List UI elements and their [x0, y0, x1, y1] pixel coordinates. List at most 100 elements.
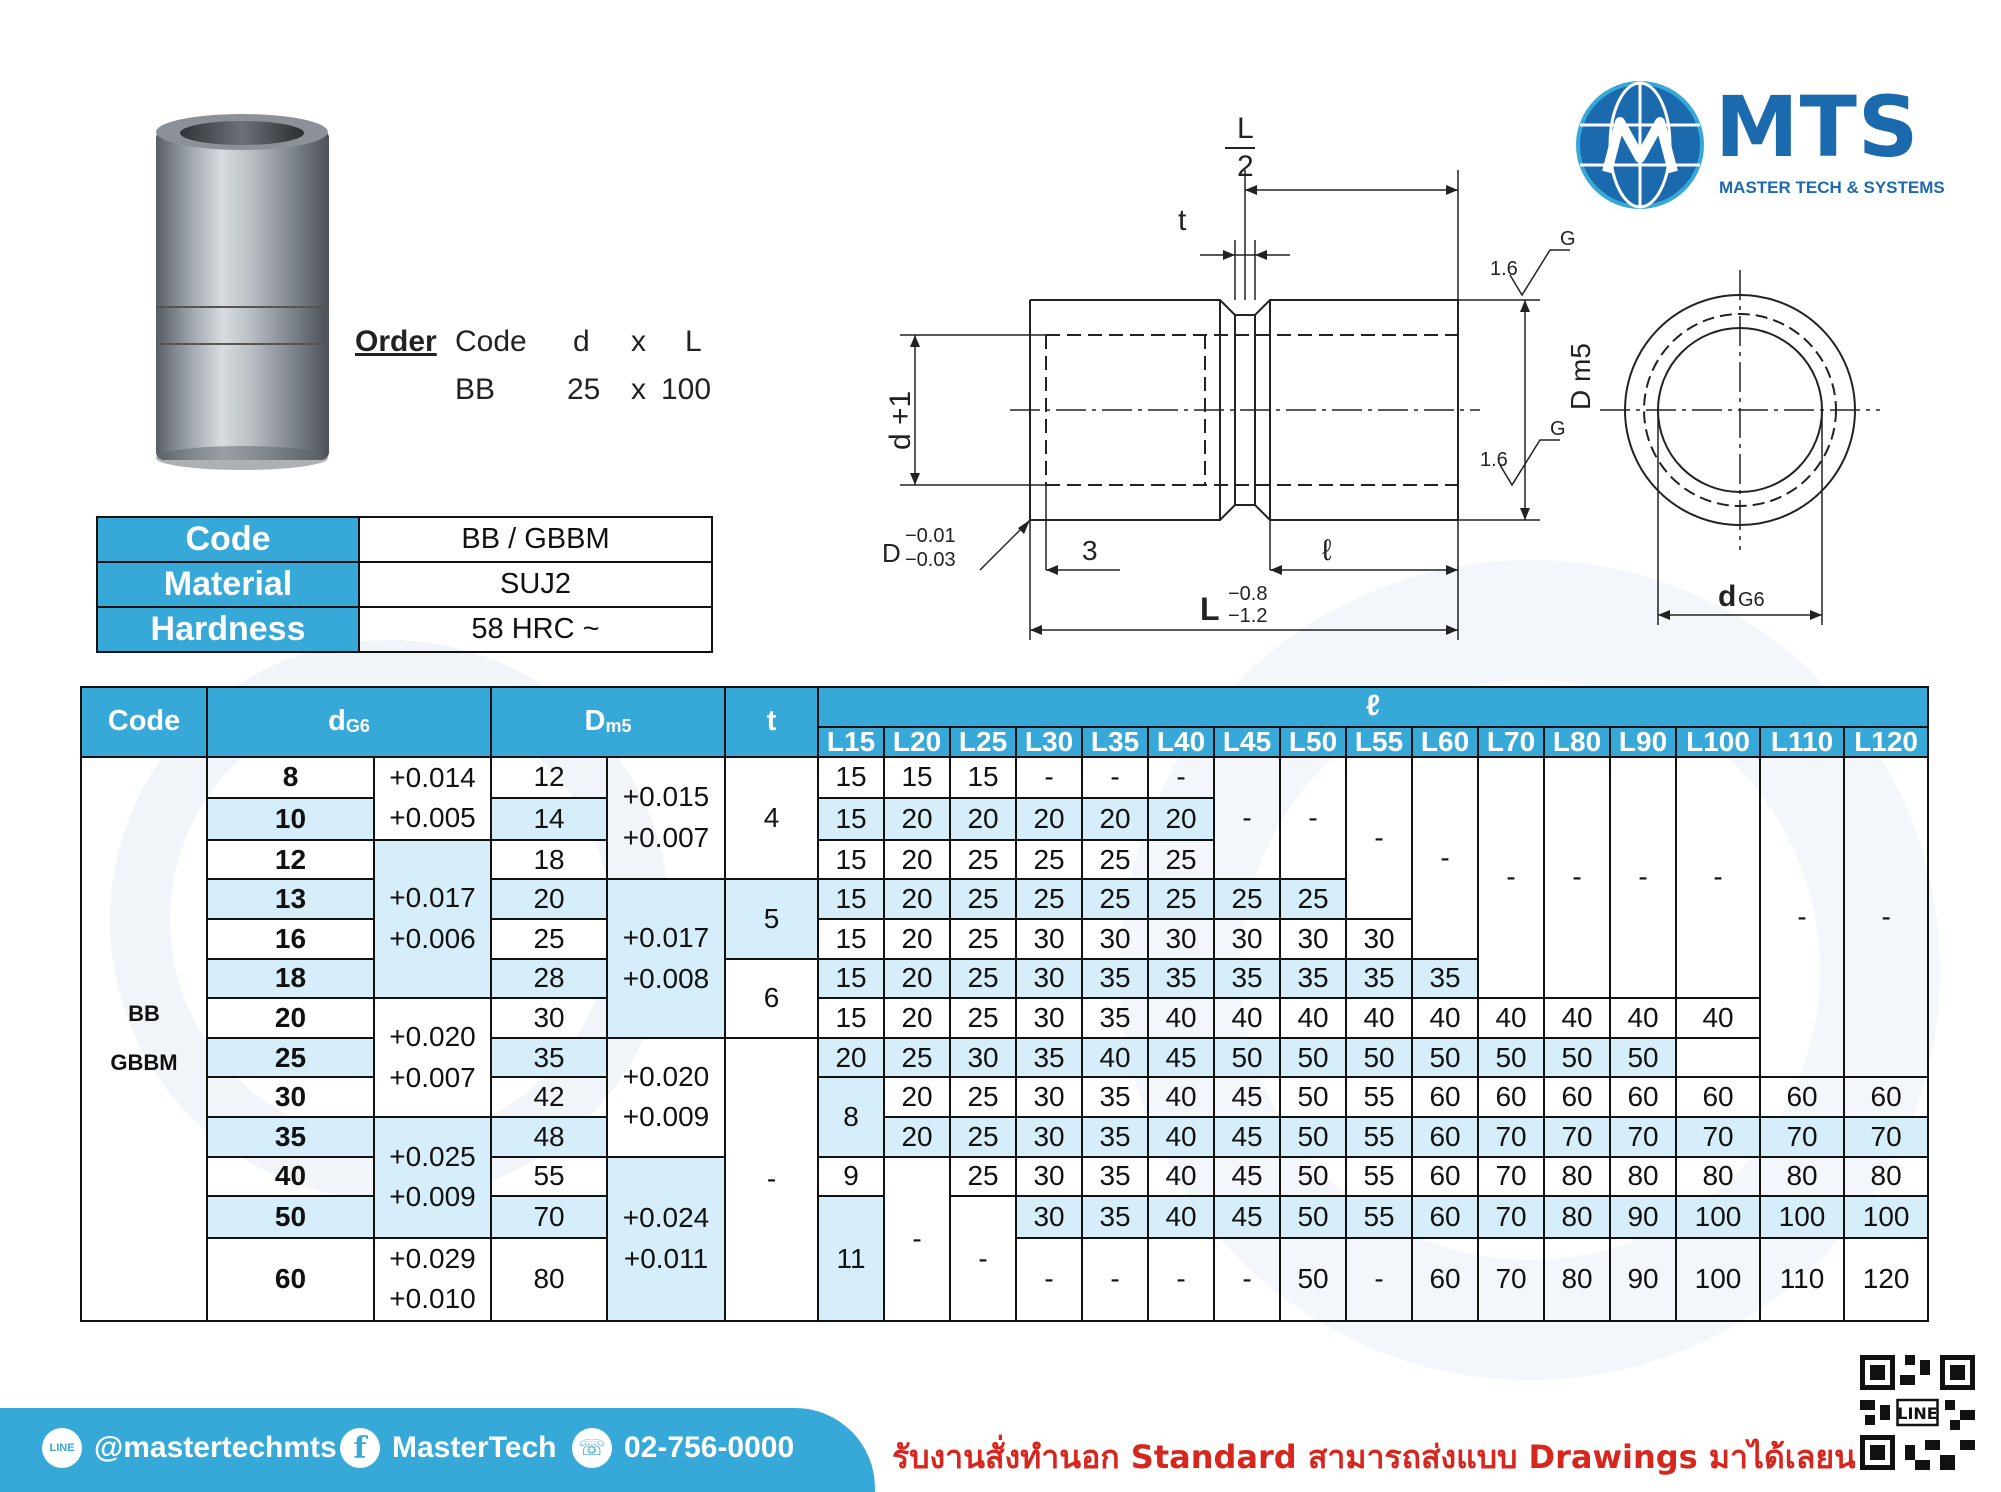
length-cell: 35: [1081, 1155, 1150, 1198]
footer-facebook[interactable]: f MasterTech: [340, 1428, 557, 1468]
D-tol-lower: +0.011: [623, 1242, 709, 1274]
D-cell: 55: [490, 1155, 609, 1198]
table-row: 16 25 15 20 25 30 30 30 30 30 30: [81, 917, 1928, 960]
header-length: L25: [949, 725, 1018, 758]
length-cell: 55: [1345, 1076, 1414, 1118]
d-cell: 10: [206, 797, 375, 841]
d-cell: 25: [206, 1036, 375, 1079]
t-cell: 9: [817, 1155, 886, 1198]
d-tol-lower: +0.009: [389, 1181, 476, 1213]
length-cell: 20: [1147, 797, 1216, 841]
length-cell: 50: [1609, 1036, 1678, 1079]
table-header-row: Code dG6 Dm5 t ℓ: [80, 686, 1930, 758]
spec-row-hardness: Hardness 58 HRC ~: [96, 606, 713, 653]
footer-line[interactable]: LINE @mastertechmts: [42, 1428, 337, 1468]
length-cell: 60: [1411, 1076, 1480, 1118]
table-length-header-row: L15 L20 L25 L30 L35 L40 L45 L50 L55 L60 …: [81, 725, 1930, 758]
dim-half-l-den: 2: [1237, 150, 1254, 183]
d-tol-upper: +0.014: [389, 761, 476, 793]
length-cell: -: [1759, 755, 1846, 1079]
length-cell: 60: [1843, 1076, 1930, 1118]
dim-d-plus: d +1: [884, 391, 917, 450]
length-cell: 50: [1279, 1076, 1348, 1118]
dim-ell: ℓ: [1322, 534, 1332, 567]
length-cell: 70: [1477, 1236, 1546, 1322]
dim-D: D: [882, 538, 901, 568]
d-cell: 20: [206, 997, 375, 1039]
length-cell: 40: [1543, 997, 1612, 1039]
tolerance-g-2: G: [1550, 418, 1566, 440]
length-cell: 15: [817, 878, 886, 920]
length-cell: 70: [1543, 1115, 1612, 1158]
dim-t: t: [1178, 204, 1187, 237]
length-cell: 35: [1279, 957, 1348, 1000]
table-row: 12 +0.017+0.006 18 15 20 25 25 25 25: [81, 838, 1928, 1000]
length-cell: 25: [949, 1115, 1018, 1158]
length-cell: -: [949, 1195, 1018, 1322]
facebook-icon: f: [340, 1428, 380, 1468]
header-length: L70: [1477, 725, 1546, 758]
order-title: Order: [355, 325, 437, 358]
length-cell: 30: [1015, 1076, 1084, 1118]
t-cell: 11: [817, 1195, 886, 1322]
qr-code-icon[interactable]: LINE: [1855, 1350, 1980, 1475]
D-cell: 25: [490, 917, 609, 960]
d-cell: 13: [206, 878, 375, 920]
dim-half-l-num: L: [1237, 112, 1254, 145]
length-cell: 90: [1609, 1236, 1678, 1322]
D-tol-lower: +0.007: [622, 821, 710, 853]
length-cell: 55: [1345, 1195, 1414, 1239]
header-length: L45: [1213, 725, 1282, 758]
length-cell: 35: [1147, 957, 1216, 1000]
code-bb: BB: [128, 1001, 160, 1027]
length-cell: 45: [1213, 1155, 1282, 1198]
table-row: 40 55 +0.024+0.011 9 - 25 30 35 40 45 50…: [81, 1155, 1930, 1322]
code-gbbm: GBBM: [110, 1049, 178, 1075]
d-cell: 50: [206, 1195, 375, 1239]
length-cell: -: [1213, 1236, 1282, 1322]
tolerance-g-1: G: [1560, 228, 1576, 250]
footer-phone[interactable]: ☏ 02-756-0000: [572, 1428, 794, 1468]
length-cell: 30: [1147, 917, 1216, 960]
d-tol-upper: +0.017: [389, 882, 476, 914]
order-header-l: L: [685, 325, 702, 358]
line-icon: LINE: [42, 1428, 82, 1468]
length-cell: 30: [1015, 1115, 1084, 1158]
length-cell: 30: [949, 1036, 1018, 1079]
length-cell: 20: [883, 957, 952, 1000]
length-cell: 35: [1411, 957, 1480, 1000]
D-cell: 30: [490, 997, 609, 1039]
length-cell: 50: [1543, 1036, 1612, 1079]
d-tol-upper: +0.025: [389, 1140, 476, 1172]
length-cell: 15: [817, 917, 886, 960]
length-cell: 70: [1477, 1155, 1546, 1198]
length-cell: 25: [949, 1155, 1018, 1198]
length-cell: 45: [1213, 1076, 1282, 1118]
dim-L-tol-lower: −1.2: [1228, 605, 1267, 627]
order-value-x: x: [631, 373, 646, 406]
length-cell: 35: [1213, 957, 1282, 1000]
spec-row-code: Code BB / GBBM: [96, 516, 713, 563]
D-cell: 35: [490, 1036, 609, 1079]
d-cell: 18: [206, 957, 375, 1000]
length-cell: 80: [1675, 1155, 1762, 1198]
t-cell: 5: [724, 878, 820, 960]
d-tol-lower: +0.007: [389, 1061, 476, 1093]
brand-name: MTS: [1715, 78, 1920, 176]
header-d-sub: G6: [345, 716, 370, 737]
d-cell: 12: [206, 838, 375, 881]
length-cell: 100: [1759, 1195, 1846, 1239]
length-cell: 60: [1411, 1115, 1480, 1158]
length-cell: 25: [1147, 838, 1216, 881]
order-header-code: Code: [455, 325, 527, 358]
length-cell: 50: [1279, 1236, 1348, 1322]
D-tol-lower: +0.009: [622, 1101, 710, 1133]
D-cell: 18: [490, 838, 609, 881]
length-cell: 30: [1213, 917, 1282, 960]
length-cell: -: [1345, 755, 1414, 920]
length-cell: 40: [1411, 997, 1480, 1039]
length-cell: 20: [883, 797, 952, 841]
header-length: L55: [1345, 725, 1414, 758]
length-cell: -: [1015, 1236, 1084, 1322]
length-cell: -: [724, 1036, 820, 1322]
